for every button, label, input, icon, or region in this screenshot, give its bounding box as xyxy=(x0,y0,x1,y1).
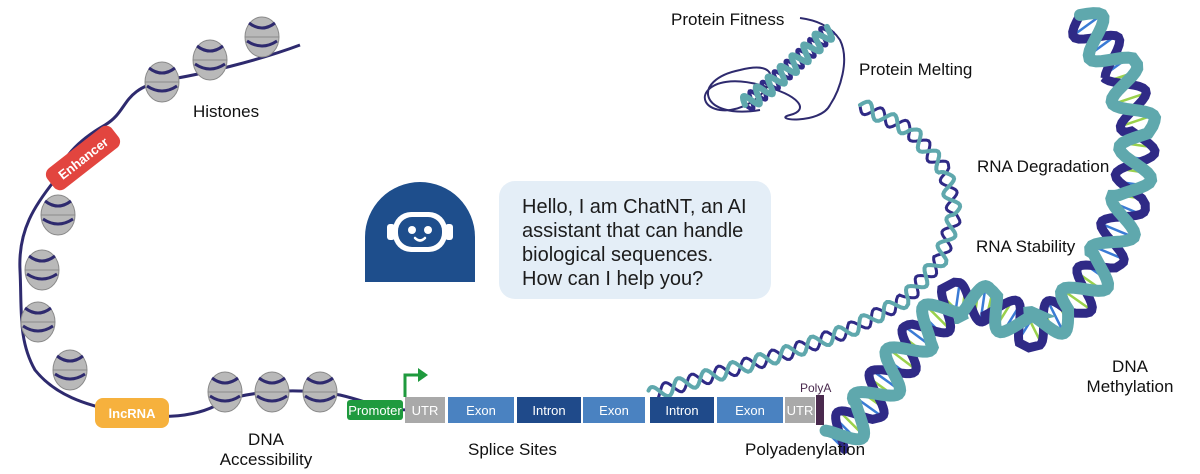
chat-message: Hello, I am ChatNT, an AI assistant that… xyxy=(522,195,762,291)
exon-segment: Exon xyxy=(448,397,514,423)
dna-double-helix xyxy=(819,7,1162,454)
promoter-box: Promoter xyxy=(347,400,403,420)
dna-accessibility-line-2: Accessibility xyxy=(219,450,313,469)
protein-fitness-label: Protein Fitness xyxy=(671,10,785,29)
robot-eye-icon xyxy=(424,226,432,234)
splice-sites-label: Splice Sites xyxy=(468,440,557,459)
arrowhead-icon xyxy=(418,368,428,382)
chat-bubble: Hello, I am ChatNT, an AI assistant that… xyxy=(499,181,771,299)
nucleosome-icon xyxy=(192,39,228,81)
lncrna-label: lncRNA xyxy=(95,398,169,428)
rna-stability-label: RNA Stability xyxy=(976,237,1076,256)
intron-segment: Intron xyxy=(517,397,581,423)
dna-accessibility-line-1: DNA xyxy=(248,430,284,449)
nucleosome-icon xyxy=(52,349,88,391)
utr-segment: UTR xyxy=(785,397,815,423)
rna-degradation-label: RNA Degradation xyxy=(977,157,1110,176)
chat-line: assistant that can handle xyxy=(522,220,744,242)
nucleosome-icon xyxy=(20,301,56,343)
chat-line: biological sequences. xyxy=(522,244,714,266)
nucleosome-icon xyxy=(40,194,76,236)
polya-tail xyxy=(816,395,824,425)
intron-segment: Intron xyxy=(650,397,714,423)
robot-eye-icon xyxy=(408,226,416,234)
exon-segment: Exon xyxy=(583,397,645,423)
chat-line: How can I help you? xyxy=(522,268,704,290)
rna-strand xyxy=(646,99,963,403)
dna-methylation-line-1: DNA xyxy=(1112,357,1148,376)
polya-label: PolyA xyxy=(800,381,832,395)
nucleosome-group xyxy=(20,16,338,413)
nucleosome-icon xyxy=(144,61,180,103)
nucleosome-icon xyxy=(207,371,243,413)
protein-structure xyxy=(703,17,846,121)
exon-segment: Exon xyxy=(717,397,783,423)
nucleosome-icon xyxy=(244,16,280,58)
transcription-start-arrow xyxy=(403,373,418,397)
protein-melting-label: Protein Melting xyxy=(859,60,973,79)
nucleosome-icon xyxy=(254,371,290,413)
dna-accessibility-label: DNA Accessibility xyxy=(218,430,314,470)
nucleosome-icon xyxy=(302,371,338,413)
dna-methylation-label: DNA Methylation xyxy=(1080,357,1180,397)
chatbot-avatar xyxy=(365,182,475,282)
chat-line: Hello, I am ChatNT, an AI xyxy=(522,196,747,218)
histones-label: Histones xyxy=(193,102,260,121)
utr-segment: UTR xyxy=(405,397,445,423)
nucleosome-icon xyxy=(24,249,60,291)
polyadenylation-label: Polyadenylation xyxy=(745,440,866,459)
dna-methylation-line-2: Methylation xyxy=(1086,377,1174,396)
